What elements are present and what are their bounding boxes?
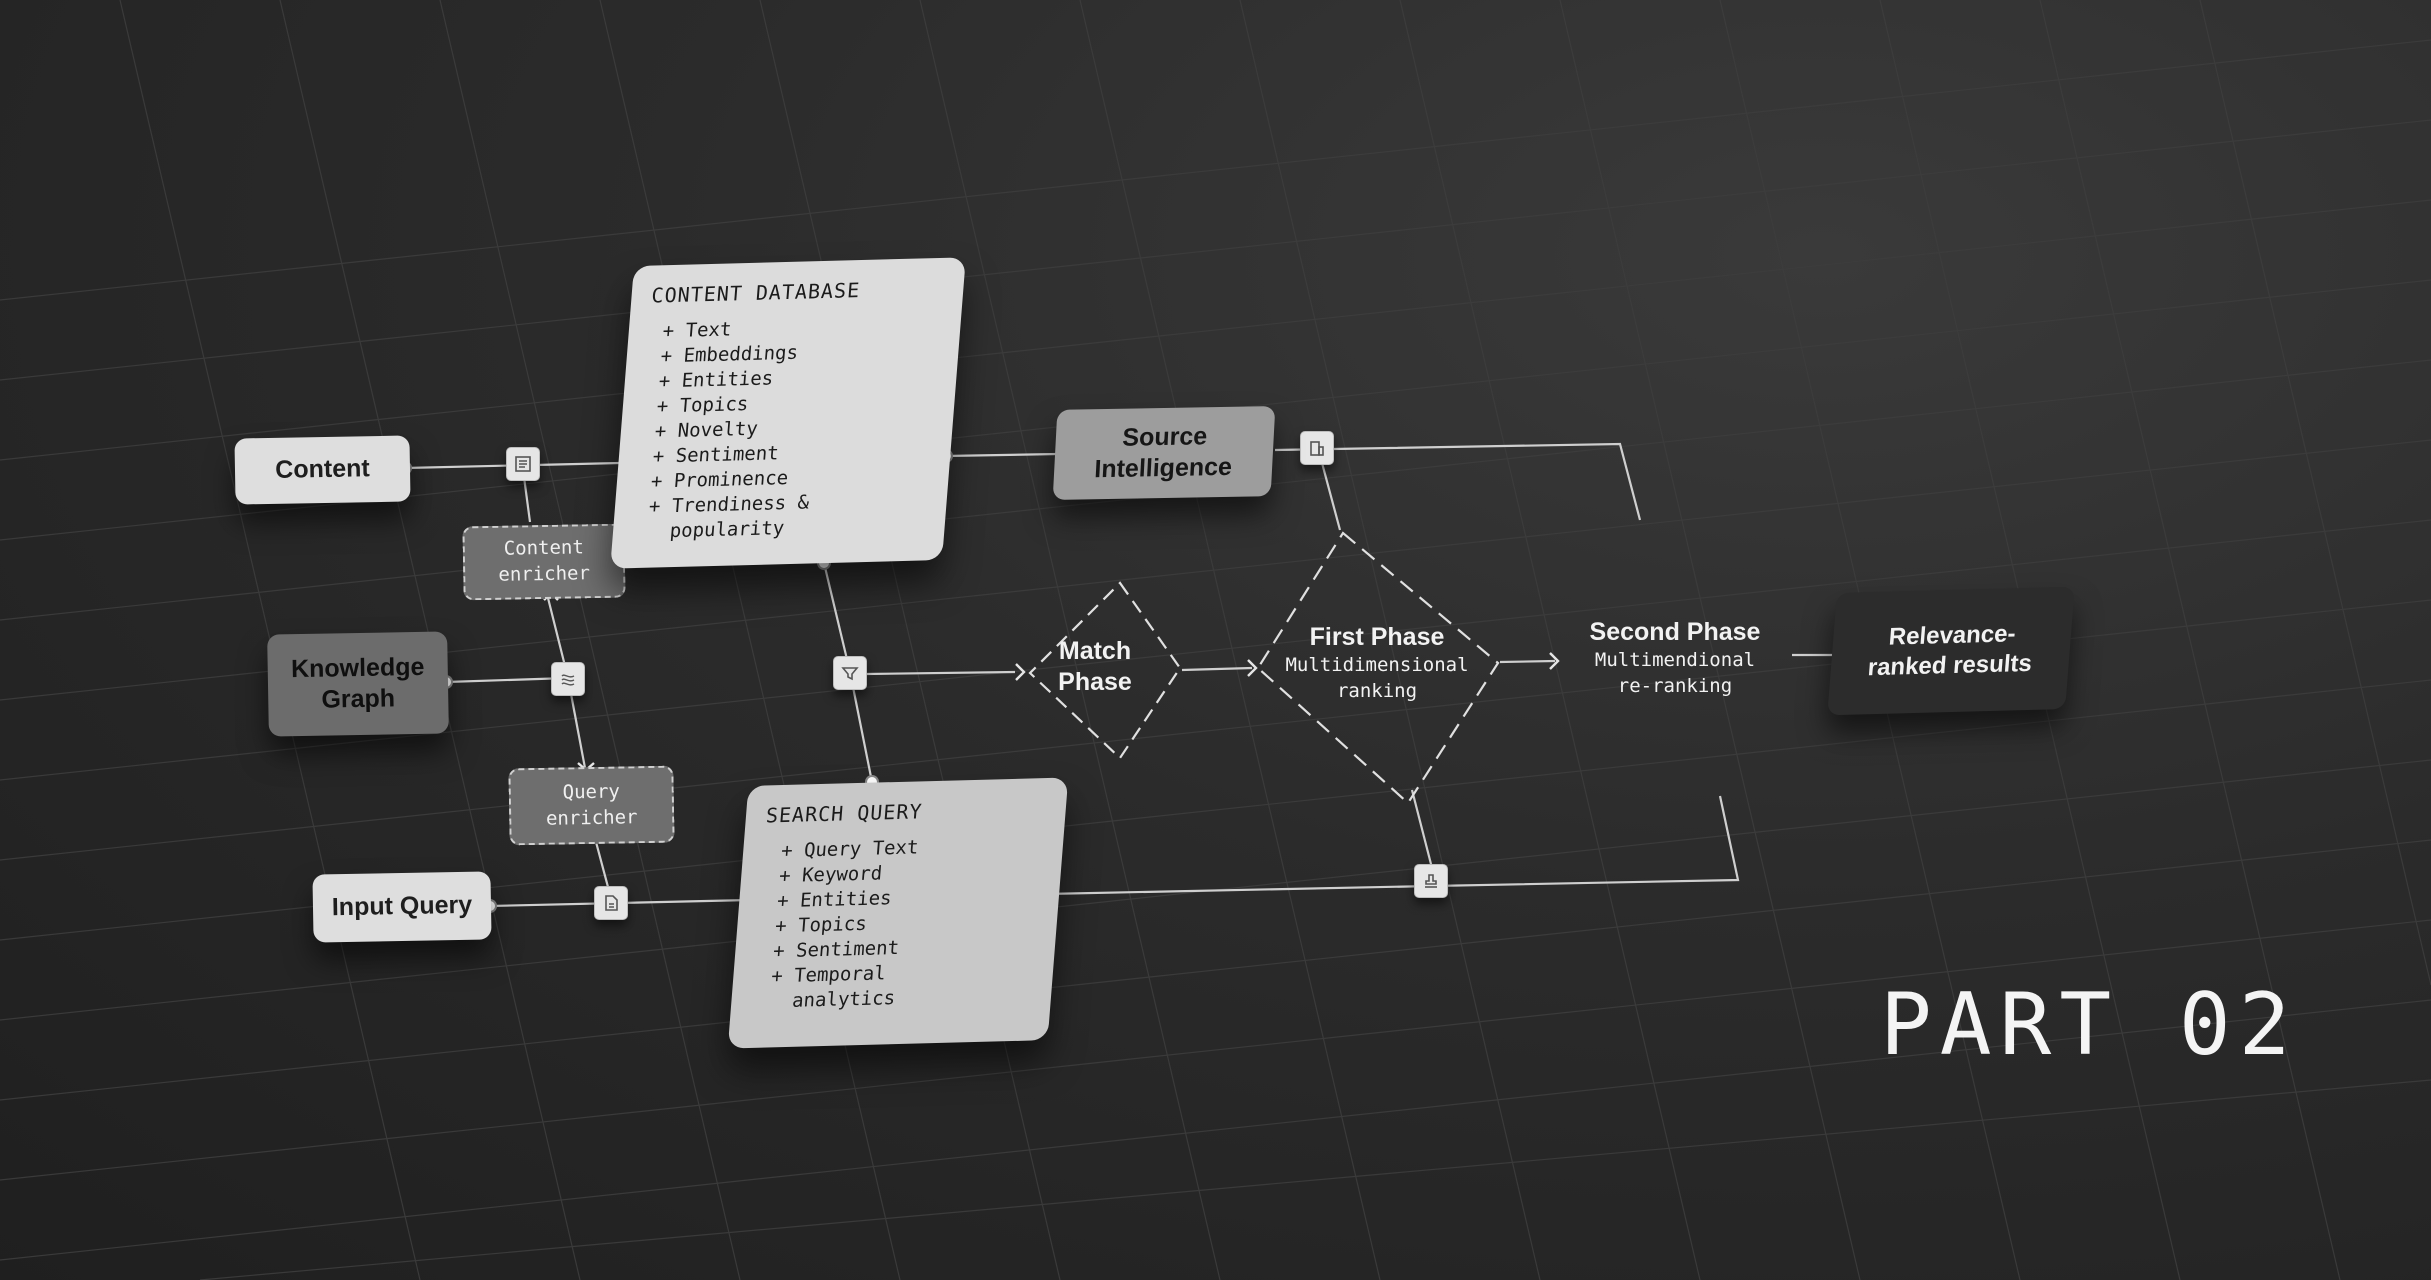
source-intelligence-label: Source Intelligence [1093, 421, 1233, 484]
graph-icon [551, 662, 585, 696]
content-label: Content [275, 454, 370, 485]
file-icon [594, 886, 628, 920]
building-icon [1300, 431, 1334, 465]
knowledge-graph-label: Knowledge Graph [290, 652, 425, 714]
search-query-card: SEARCH QUERY + Query Text + Keyword + En… [727, 777, 1069, 1049]
match-phase-diamond [1028, 581, 1182, 760]
second-phase-title: Second Phase [1589, 618, 1761, 646]
content-database-list: + Text + Embeddings + Entities + Topics … [632, 312, 942, 545]
input-query-node: Input Query [312, 871, 492, 943]
source-intelligence-node: Source Intelligence [1052, 406, 1276, 500]
results-node: Relevance- ranked results [1827, 586, 2075, 716]
content-database-card: CONTENT DATABASE + Text + Embeddings + E… [610, 257, 966, 569]
match-phase-label-wrap: Match Phase [1030, 636, 1160, 699]
first-phase-diamond [1256, 531, 1500, 805]
match-phase-label: Match Phase [1058, 637, 1132, 697]
content-enricher-label: Content enricher [498, 536, 591, 586]
filter-icon [833, 656, 867, 690]
search-query-title: SEARCH QUERY [765, 799, 924, 828]
second-phase-subtitle: Multimendional re-ranking [1594, 649, 1756, 697]
stamp-icon [1414, 864, 1448, 898]
query-enricher-label: Query enricher [545, 780, 638, 830]
first-phase-subtitle: Multidimensional ranking [1285, 654, 1469, 702]
search-query-list: + Query Text + Keyword + Entities + Topi… [750, 832, 1044, 1015]
first-phase-title: First Phase [1309, 623, 1445, 651]
second-phase-text: Second Phase Multimendional re-ranking [1560, 617, 1790, 700]
knowledge-graph-node: Knowledge Graph [267, 631, 449, 737]
content-database-title: CONTENT DATABASE [650, 278, 862, 308]
input-query-label: Input Query [331, 891, 473, 922]
first-phase-text: First Phase Multidimensional ranking [1262, 622, 1492, 705]
content-node: Content [234, 435, 411, 505]
part-label: PART 02 [1880, 975, 2299, 1075]
content-enricher-node: Content enricher [462, 523, 626, 601]
results-label: Relevance- ranked results [1866, 620, 2033, 682]
document-icon [506, 447, 540, 481]
query-enricher-node: Query enricher [508, 765, 675, 846]
